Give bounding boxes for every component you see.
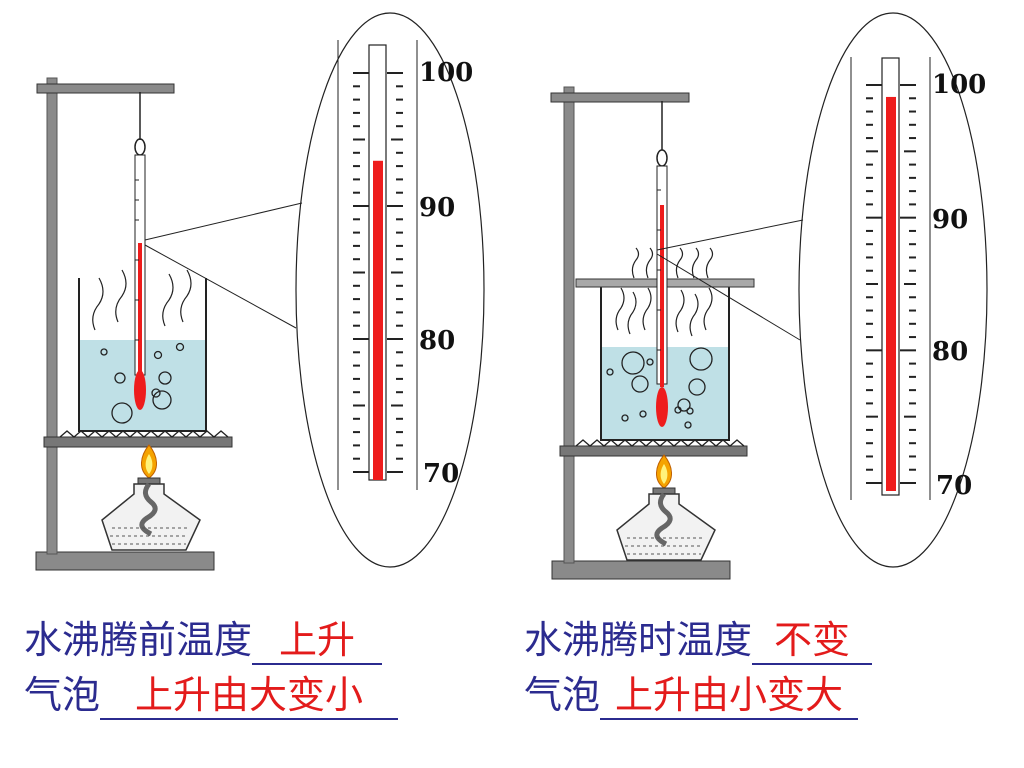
left-caption-line1-prefix: 水沸腾前温度 — [24, 618, 253, 662]
left-apparatus: 100 90 80 70 — [35, 12, 485, 571]
left-gauze — [43, 436, 233, 448]
right-caption-line1-answer: 不变 — [752, 617, 873, 665]
right-apparatus: 100 90 80 70 — [550, 12, 988, 580]
right-gauze — [559, 445, 748, 457]
left-caption-line2: 气泡上升由大变小 — [24, 672, 399, 720]
right-lamp-liquid — [625, 537, 705, 555]
left-lamp-cap — [137, 477, 161, 485]
right-callout-pointer-top — [656, 219, 804, 251]
right-callout-pointer-bottom — [656, 253, 801, 341]
left-flame-core — [145, 454, 153, 474]
right-callout — [798, 12, 988, 568]
right-caption-line2: 气泡上升由小变大 — [524, 672, 859, 720]
left-label-80: 80 — [419, 326, 455, 356]
left-lamp-liquid — [110, 527, 190, 545]
left-beaker — [78, 278, 207, 432]
left-gauze-mesh — [59, 430, 229, 438]
left-stand-rod — [46, 77, 58, 555]
right-steam — [615, 247, 714, 337]
right-stand-arm — [550, 92, 690, 103]
right-caption-line1: 水沸腾时温度不变 — [524, 617, 873, 665]
left-stand-arm — [36, 83, 175, 94]
right-caption-line1-prefix: 水沸腾时温度 — [524, 618, 753, 662]
right-label-90: 90 — [932, 205, 968, 235]
left-label-70: 70 — [423, 459, 459, 489]
right-lamp-wick — [654, 492, 673, 547]
right-lamp-cap — [652, 487, 676, 495]
right-bubbles — [606, 347, 713, 429]
right-stand-base — [551, 560, 731, 580]
right-scale-ticks — [866, 84, 916, 484]
right-magnified-thermometer: 100 90 80 70 — [850, 57, 986, 501]
right-stand-rod — [563, 86, 575, 564]
left-small-thermometer — [134, 138, 146, 410]
left-callout — [295, 12, 485, 568]
left-steam — [92, 269, 192, 331]
left-callout-pointer-top — [144, 202, 303, 241]
right-small-thermometer — [656, 149, 668, 427]
left-callout-pointer-bottom — [144, 244, 297, 329]
boiling-experiment-diagram: 100 90 80 70 — [35, 12, 988, 580]
left-label-90: 90 — [419, 193, 455, 223]
left-magnified-thermometer: 100 90 80 70 — [337, 40, 473, 490]
left-lamp-wick — [139, 482, 158, 537]
left-scale-ticks — [353, 72, 403, 473]
right-label-100: 100 — [932, 70, 986, 100]
right-flame-core — [660, 464, 668, 484]
left-caption-line1: 水沸腾前温度上升 — [24, 617, 383, 665]
right-label-70: 70 — [936, 471, 972, 501]
right-caption-line2-answer: 上升由小变大 — [600, 672, 859, 720]
left-mercury-column — [373, 160, 383, 480]
left-stand-base — [35, 551, 215, 571]
left-caption-line1-answer: 上升 — [252, 617, 383, 665]
right-caption-line2-prefix: 气泡 — [524, 673, 601, 717]
left-caption-line2-answer: 上升由大变小 — [100, 672, 399, 720]
right-beaker — [600, 287, 730, 441]
left-label-100: 100 — [419, 58, 473, 88]
right-gauze-mesh — [575, 439, 745, 447]
right-label-80: 80 — [932, 337, 968, 367]
left-bubbles — [100, 342, 185, 424]
left-caption-line2-prefix: 气泡 — [24, 673, 101, 717]
right-mercury-column — [886, 96, 896, 491]
